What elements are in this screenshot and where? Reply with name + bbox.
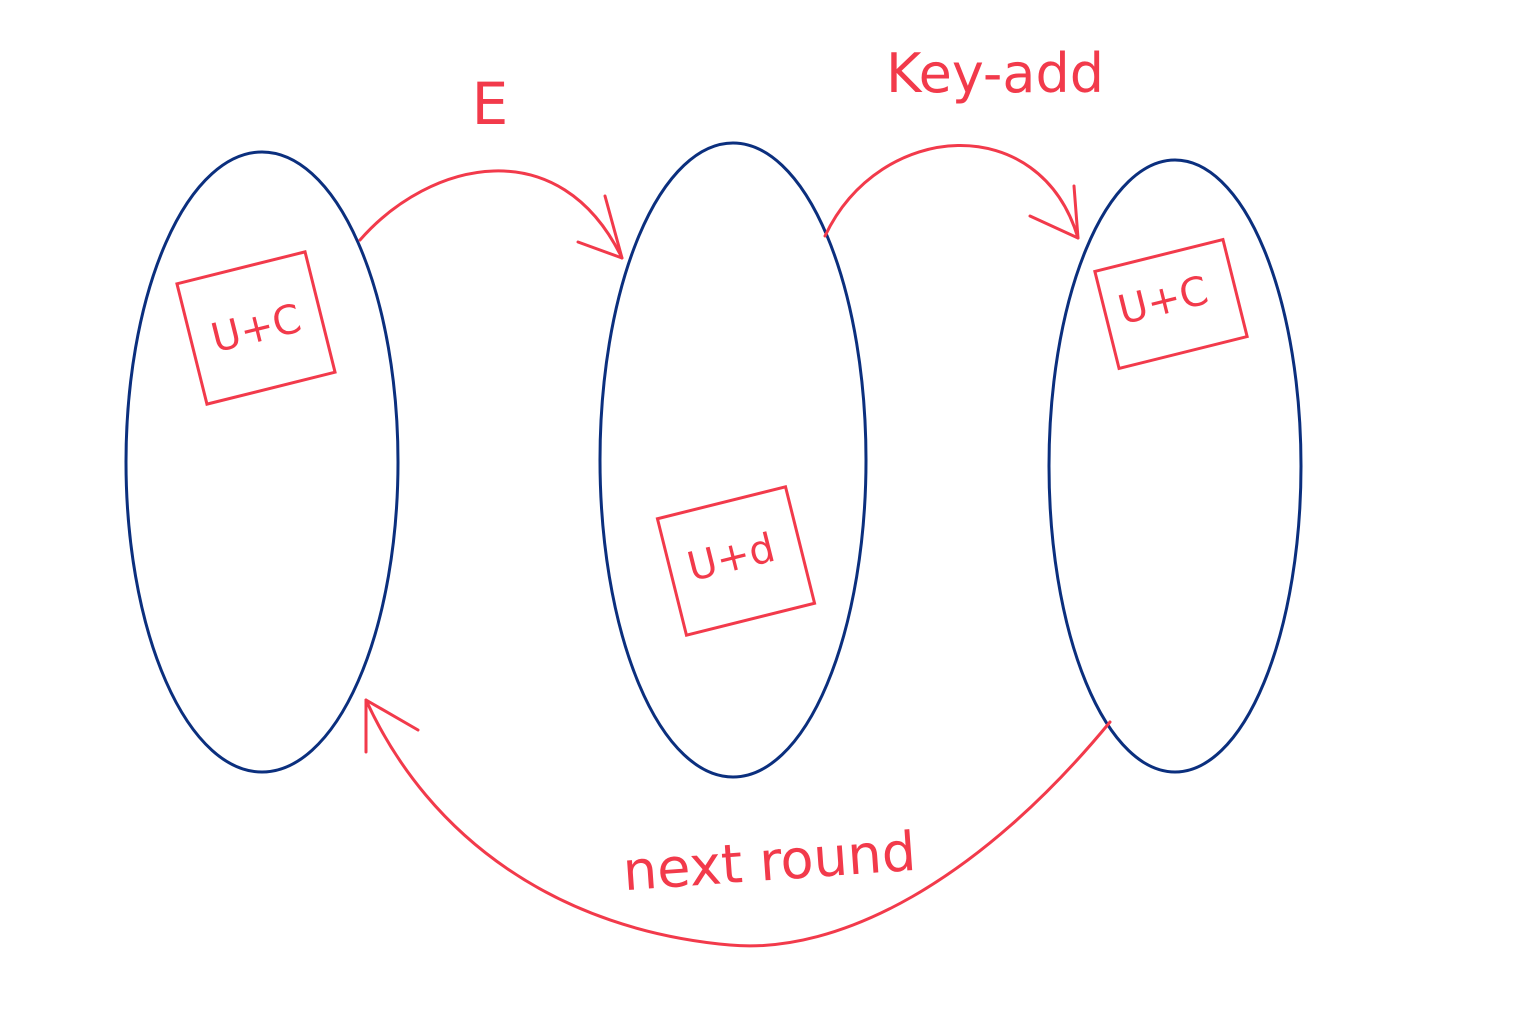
key-add-label: Key-add: [886, 42, 1104, 105]
right-box: [1093, 237, 1249, 371]
middle-set-ellipse: [598, 141, 868, 779]
next-round-arrow: [364, 698, 1112, 948]
left-set-ellipse: [124, 150, 400, 774]
encrypt-arrow: [358, 169, 624, 260]
left-box: [175, 250, 337, 406]
right-set-ellipse: [1047, 158, 1303, 774]
encrypt-label: E: [472, 70, 509, 138]
middle-box: [655, 484, 817, 638]
next-round-label: next round: [621, 820, 918, 903]
middle-box-label: U+d: [683, 525, 780, 591]
left-box-label: U+C: [207, 296, 306, 363]
right-box-label: U+C: [1114, 268, 1213, 335]
key-add-arrow: [823, 144, 1080, 240]
